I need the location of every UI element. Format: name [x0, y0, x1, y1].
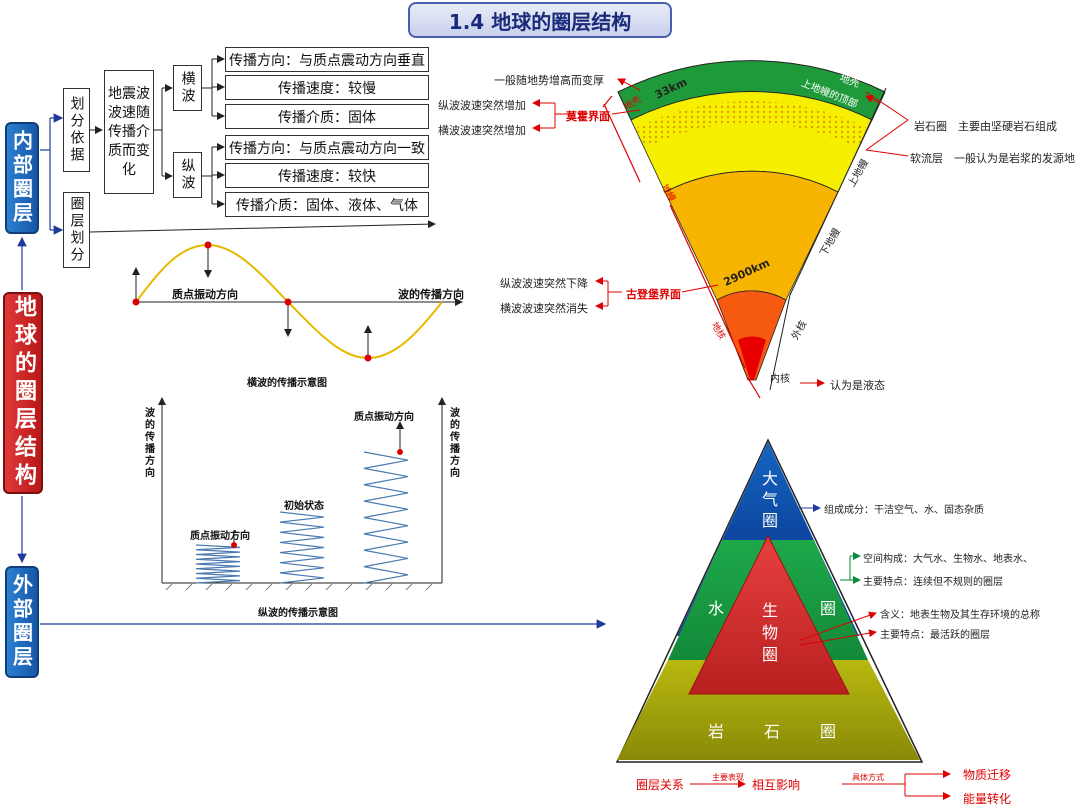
- inner-core-label: 内核: [770, 374, 790, 385]
- transverse-item: 传播介质：固体: [225, 104, 429, 129]
- spring-initial: [279, 511, 325, 584]
- earth-section: [602, 60, 887, 399]
- hydrosphere-left-label: 水: [707, 599, 724, 618]
- left-connectors: [17, 113, 607, 629]
- gutenberg-label: 古登堡界面: [626, 288, 681, 301]
- spring-stretched: [363, 451, 409, 584]
- atmosphere-band: [724, 442, 812, 536]
- pyramid-arrows: [690, 504, 951, 800]
- transverse-caption: 横波的传播示意图: [247, 378, 327, 389]
- asthenosphere-dots: [636, 101, 867, 148]
- spring-compressed: [195, 544, 241, 584]
- outer-core-note: 认为是液态: [830, 379, 885, 392]
- transverse-propagation-label: 波的传播方向: [398, 288, 464, 301]
- method-label: 具体方式: [852, 773, 884, 782]
- gut-p-note: 纵波波速突然下降: [500, 277, 588, 290]
- lithosphere-char: 石: [763, 722, 780, 741]
- longitudinal-wave-diagram: [158, 397, 446, 591]
- hydrosphere-right-label: 圈: [819, 599, 836, 618]
- atmosphere-label: 大气圈: [761, 469, 778, 530]
- energy-label: 能量转化: [963, 792, 1012, 806]
- transverse-wave-diagram: [132, 241, 463, 362]
- long-vibration-top-label: 质点振动方向: [354, 412, 414, 423]
- crust-note: 一般随地势增高而变厚: [494, 74, 604, 87]
- hydrosphere-note-1: 空间构成：大气水、生物水、地表水、: [863, 554, 1033, 565]
- lithosphere-char: 圈: [819, 722, 836, 741]
- longitudinal-item: 传播介质：固体、液体、气体: [225, 192, 429, 217]
- outer-core-layer: [716, 290, 787, 381]
- lithosphere-note: 岩石圈 主要由坚硬岩石组成: [914, 120, 1057, 133]
- inner-layers-label: 内部圈层: [5, 122, 39, 234]
- interaction-label: 相互影响: [752, 778, 801, 792]
- lower-mantle-layer: [664, 170, 839, 301]
- biosphere-note-2: 主要特点：最活跃的圈层: [880, 630, 990, 641]
- moho-label: 莫霍界面: [566, 110, 610, 123]
- biosphere-note-1: 含义：地表生物及其生存环境的总称: [880, 610, 1040, 621]
- long-right-axis-label: 波的传播方向: [450, 408, 460, 479]
- earth-arrows: [532, 78, 909, 387]
- relation-label: 圈层关系: [636, 778, 685, 792]
- wave-speed-box: 地震波波速随传播介质而变化: [104, 70, 154, 194]
- transverse-item: 传播速度：较慢: [225, 75, 429, 100]
- division-box: 圈层划分: [63, 192, 90, 268]
- long-left-axis-label: 波的传播方向: [145, 408, 155, 479]
- material-label: 物质迁移: [963, 768, 1012, 782]
- biosphere-label: 生物圈: [761, 601, 778, 664]
- transverse-box: 横波: [173, 65, 202, 111]
- outer-layers-label: 外部圈层: [5, 566, 39, 678]
- longitudinal-item: 传播速度：较快: [225, 163, 429, 188]
- longitudinal-caption: 纵波的传播示意图: [258, 608, 338, 619]
- spring-coil: [279, 511, 325, 584]
- transverse-item: 传播方向：与质点震动方向垂直: [225, 47, 429, 72]
- spring-coil: [363, 451, 409, 584]
- long-vibration-low-label: 质点振动方向: [190, 531, 250, 542]
- main-topic-label: 地球的圈层结构: [3, 292, 43, 494]
- spring-coil: [195, 544, 241, 584]
- lithosphere-char: 岩: [707, 722, 724, 741]
- main-show-label: 主要表现: [712, 773, 744, 782]
- tree-lines: [89, 55, 436, 233]
- moho-p-note: 纵波波速突然增加: [438, 99, 526, 112]
- atmosphere-note: 组成成分：干洁空气、水、固态杂质: [824, 505, 984, 516]
- longitudinal-box: 纵波: [173, 152, 202, 198]
- long-initial-label: 初始状态: [284, 501, 324, 512]
- longitudinal-item: 传播方向：与质点震动方向一致: [225, 135, 429, 160]
- outer-pyramid: [615, 438, 924, 763]
- asthenosphere-note: 软流层 一般认为是岩浆的发源地: [910, 152, 1075, 165]
- basis-box: 划分依据: [63, 88, 90, 172]
- moho-s-note: 横波波速突然增加: [438, 124, 526, 137]
- page-title: 1.4 地球的圈层结构: [408, 2, 672, 38]
- inner-core-layer: [738, 336, 766, 380]
- hydrosphere-note-2: 主要特点：连续但不规则的圈层: [863, 577, 1003, 588]
- transverse-vibration-label: 质点振动方向: [172, 288, 238, 301]
- gut-s-note: 横波波速突然消失: [500, 302, 588, 315]
- biosphere-triangle: [688, 534, 850, 695]
